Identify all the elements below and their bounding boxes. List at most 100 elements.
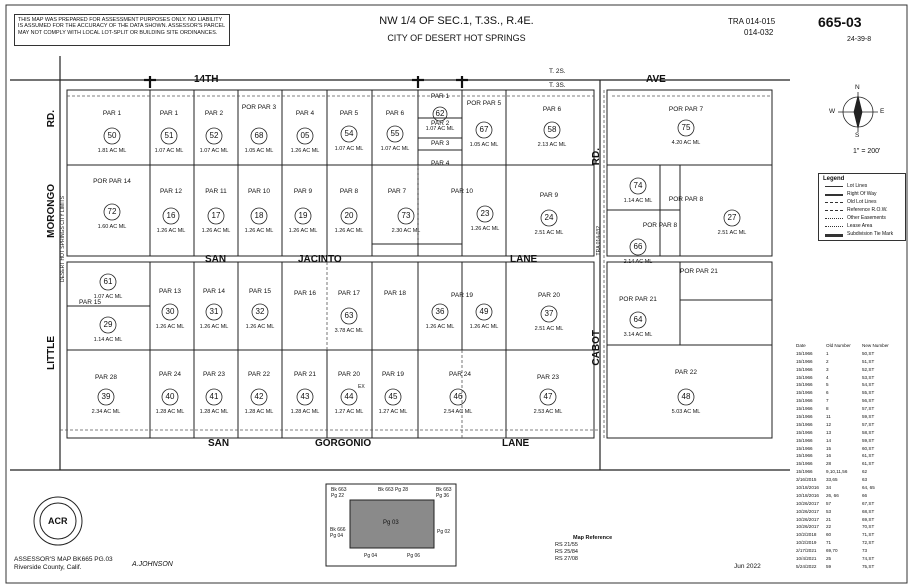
parcel-number[interactable]: 24 <box>544 213 554 222</box>
parcel-acreage: 1.28 AC ML <box>155 409 185 415</box>
tra-cabot-label: TRA 014-032 <box>596 226 602 256</box>
parcel-label-por-par21: POR PAR 21 <box>680 268 718 275</box>
parcel-number[interactable]: 30 <box>165 307 175 316</box>
parcel-number[interactable]: 51 <box>164 131 174 140</box>
parcel-number[interactable]: 45 <box>388 392 398 401</box>
parcel-number[interactable]: 75 <box>681 123 691 132</box>
inset-bk666-pg04: Bk 666 Pg 04 <box>330 527 346 539</box>
inset-bk663-pg36: Bk 663 Pg 36 <box>436 487 452 499</box>
parcel-label: PAR 7 <box>387 188 407 195</box>
parcel-number[interactable]: 18 <box>254 211 264 220</box>
parcel-acreage: 1.07 AC ML <box>425 126 455 132</box>
parcel-number[interactable]: 16 <box>166 211 176 220</box>
parcel-number[interactable]: 29 <box>103 320 113 329</box>
parcel-acreage: 1.05 AC ML <box>469 142 499 148</box>
parcel-label: PAR 20 <box>338 371 360 378</box>
parcel-number[interactable]: 61 <box>103 277 113 286</box>
parcel-acreage: 1.07 AC ML <box>93 294 123 300</box>
parcel-number[interactable]: 64 <box>633 315 643 324</box>
parcel-number[interactable]: 62 <box>435 109 445 118</box>
parcel-number[interactable]: 55 <box>390 129 400 138</box>
street-san-2: SAN <box>208 438 230 449</box>
parcel-number[interactable]: 20 <box>344 211 354 220</box>
parcel-number[interactable]: 47 <box>543 392 553 401</box>
parcel-acreage: 1.26 AC ML <box>425 324 455 330</box>
parcel-number[interactable]: 37 <box>544 309 554 318</box>
parcel-number[interactable]: 43 <box>300 392 310 401</box>
city-limits-label: DESERT HOT SPRINGS CITY LIMITS <box>60 196 66 283</box>
parcel-label: PAR 17 <box>338 290 360 297</box>
parcel-number[interactable]: 39 <box>101 392 111 401</box>
legend-row: Lease Area <box>825 223 905 230</box>
parcel-acreage: 1.26 AC ML <box>201 228 231 234</box>
parcel-label: PAR 18 <box>384 290 406 297</box>
footer-map-id: ASSESSOR'S MAP BK665 PG.03 <box>14 556 113 563</box>
parcel-label: PAR 13 <box>159 288 181 295</box>
parcel-number[interactable]: 67 <box>479 125 489 134</box>
parcel-number[interactable]: 58 <box>547 125 557 134</box>
parcel-label: PAR 11 <box>205 188 227 195</box>
parcel-acreage: 2.53 AC ML <box>533 409 563 415</box>
parcel-acreage: 2.54 AC ML <box>443 409 473 415</box>
parcel-number[interactable]: 72 <box>107 207 117 216</box>
parcel-label: PAR 8 <box>339 188 359 195</box>
parcel-number[interactable]: 63 <box>344 311 354 320</box>
parcel-number[interactable]: 17 <box>211 211 221 220</box>
parcel-number[interactable]: 68 <box>254 131 264 140</box>
parcel-number[interactable]: 48 <box>681 392 691 401</box>
parcel-acreage: 1.26 AC ML <box>155 324 185 330</box>
parcel-number[interactable]: 05 <box>300 131 310 140</box>
parcel-number[interactable]: 54 <box>344 129 354 138</box>
footer-date: Jun 2022 <box>734 563 761 570</box>
parcel-acreage: 1.07 AC ML <box>380 146 410 152</box>
parcel-number[interactable]: 46 <box>453 392 463 401</box>
footer-county: Riverside County, Calif. <box>14 564 82 571</box>
compass-s: S <box>855 132 860 139</box>
parcel-acreage: 4.20 AC ML <box>671 140 701 146</box>
parcel-number[interactable]: 31 <box>209 307 219 316</box>
parcel-number[interactable]: 66 <box>633 242 643 251</box>
parcel-acreage: 2.51 AC ML <box>717 230 747 236</box>
parcel-number[interactable]: 27 <box>727 213 737 222</box>
parcel-number[interactable]: 74 <box>633 181 643 190</box>
parcel-acreage: 1.27 AC ML <box>378 409 408 415</box>
parcel-label: PAR 19 <box>382 371 404 378</box>
parcel-label: PAR 9 <box>539 192 559 199</box>
inset-pg04: Pg 04 <box>364 553 378 559</box>
parcel-number[interactable]: 50 <box>107 131 117 140</box>
parcel-acreage: 1.26 AC ML <box>334 228 364 234</box>
parcel-label: PAR 24 <box>449 371 471 378</box>
parcel-acreage: 1.26 AC ML <box>199 324 229 330</box>
parcel-label: PAR 1 <box>102 110 122 117</box>
parcel-label-par3: PAR 3 <box>431 140 450 147</box>
parcel-number[interactable]: 23 <box>480 209 490 218</box>
parcel-number[interactable]: 19 <box>298 211 308 220</box>
parcel-number[interactable]: 41 <box>209 392 219 401</box>
parcel-number[interactable]: 36 <box>435 307 445 316</box>
parcel-number[interactable]: 44 <box>344 392 354 401</box>
street-cabot-rd: RD. <box>591 148 602 166</box>
parcel-acreage: 3.14 AC ML <box>623 332 653 338</box>
parcel-number[interactable]: 49 <box>479 307 489 316</box>
parcel-number[interactable]: 32 <box>255 307 265 316</box>
parcel-number[interactable]: 42 <box>254 392 264 401</box>
parcel-number[interactable]: 73 <box>401 211 411 220</box>
record-table-header: Date Old Number New Number <box>796 343 889 348</box>
street-little: LITTLE <box>46 336 57 370</box>
parcel-number[interactable]: 40 <box>165 392 175 401</box>
tra-label: TRA 014-015 <box>728 17 776 26</box>
parcel-number[interactable]: 52 <box>209 131 219 140</box>
parcel-acreage: 2.14 AC ML <box>623 259 653 265</box>
